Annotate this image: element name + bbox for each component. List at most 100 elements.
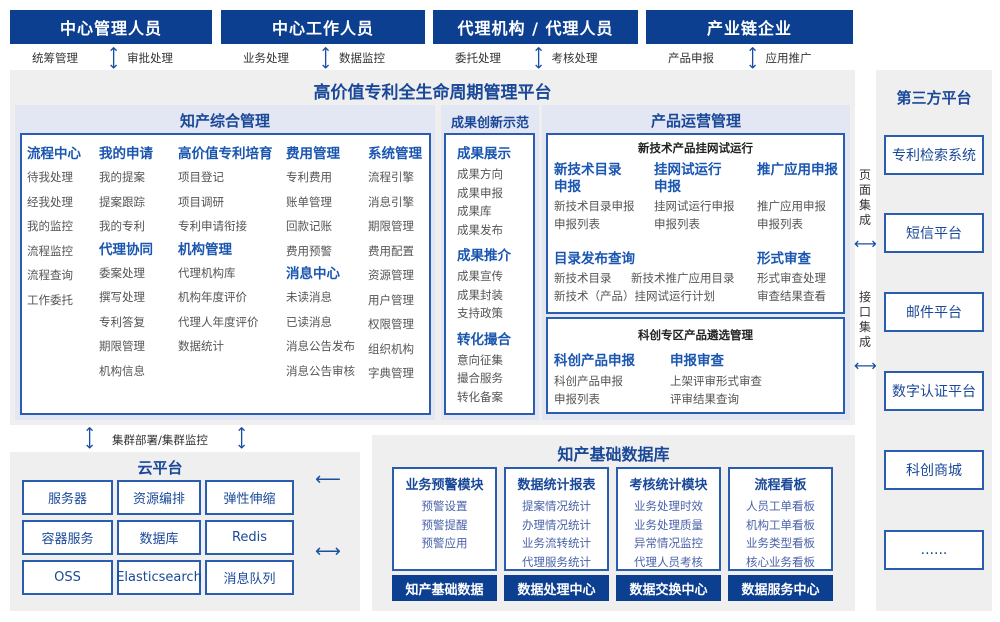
- cloud-service-cell[interactable]: 容器服务: [22, 520, 113, 555]
- db-center-bar[interactable]: 数据处理中心: [504, 575, 609, 601]
- db-module-item[interactable]: 代理服务统计: [522, 554, 591, 569]
- ipm-menu-item[interactable]: 字典管理: [368, 366, 414, 380]
- ipm-menu-item[interactable]: 账单管理: [286, 194, 332, 209]
- ipm-menu-item[interactable]: 期限管理: [368, 219, 414, 233]
- g3-item[interactable]: 推广应用申报: [757, 199, 826, 213]
- achv-menu-item[interactable]: 转化备案: [457, 389, 503, 404]
- db-module[interactable]: 流程看板人员工单看板机构工单看板业务类型看板核心业务看板: [728, 467, 833, 571]
- db-module-item[interactable]: 业务处理质量: [634, 517, 703, 532]
- db-module[interactable]: 考核统计模块业务处理时效业务处理质量异常情况监控代理人员考核: [616, 467, 721, 571]
- g2-item[interactable]: 申报列表: [654, 217, 700, 231]
- cloud-service-cell[interactable]: 服务器: [22, 480, 113, 515]
- g1-item[interactable]: 新技术目录申报: [554, 199, 635, 213]
- ipm-menu-item[interactable]: 费用配置: [368, 243, 414, 258]
- cloud-service-cell[interactable]: 资源编排: [117, 480, 201, 515]
- role-header[interactable]: 代理机构 / 代理人员: [433, 10, 638, 44]
- g5-item[interactable]: 审查结果查看: [757, 289, 826, 303]
- ipm-menu-item[interactable]: 流程查询: [27, 268, 73, 282]
- db-module-item[interactable]: 业务处理时效: [634, 499, 703, 513]
- third-party-item[interactable]: 专利检索系统: [884, 135, 984, 175]
- db-module-item[interactable]: 预警应用: [421, 536, 468, 550]
- ipm-menu-item[interactable]: 专利申请衔接: [178, 219, 247, 233]
- achv-menu-item[interactable]: 成果宣传: [457, 269, 503, 283]
- db-center-bar[interactable]: 知产基础数据: [392, 575, 497, 601]
- achv-menu-item[interactable]: 意向征集: [457, 352, 503, 367]
- ipm-menu-item[interactable]: 代理人年度评价: [178, 314, 259, 329]
- third-party-item[interactable]: 科创商城: [884, 450, 984, 490]
- ipm-menu-item[interactable]: 消息引擎: [368, 194, 414, 209]
- achv-menu-item[interactable]: 撮合服务: [457, 371, 503, 385]
- ipm-menu-item[interactable]: 专利答复: [99, 314, 145, 329]
- db-module-item[interactable]: 提案情况统计: [522, 499, 591, 513]
- ipm-menu-item[interactable]: 我的专利: [99, 219, 145, 233]
- db-module-item[interactable]: 办理情况统计: [522, 517, 591, 532]
- db-module-item[interactable]: 机构工单看板: [746, 517, 815, 532]
- db-center-bar[interactable]: 数据交换中心: [616, 575, 721, 601]
- achv-menu-item[interactable]: 成果方向: [457, 167, 503, 181]
- third-party-item[interactable]: 邮件平台: [884, 292, 984, 332]
- db-module-item[interactable]: 业务类型看板: [746, 536, 815, 550]
- db-module[interactable]: 数据统计报表提案情况统计办理情况统计业务流转统计代理服务统计: [504, 467, 609, 571]
- third-party-item[interactable]: 短信平台: [884, 213, 984, 253]
- db-module-item[interactable]: 预警提醒: [421, 517, 468, 532]
- g5-item[interactable]: 形式审查处理: [757, 271, 826, 285]
- ipm-menu-item[interactable]: 专利费用: [286, 170, 332, 184]
- ipm-menu-item[interactable]: 项目登记: [178, 170, 224, 184]
- db-module-item[interactable]: 预警设置: [421, 499, 468, 513]
- ipm-menu-item[interactable]: 权限管理: [368, 317, 414, 331]
- s2-item[interactable]: 上架评审形式审查: [670, 374, 762, 388]
- db-module-item[interactable]: 业务流转统计: [522, 536, 591, 550]
- ipm-menu-item[interactable]: 消息公告发布: [286, 339, 355, 353]
- ipm-menu-item[interactable]: 待我处理: [27, 170, 73, 184]
- g2-item[interactable]: 挂网试运行申报: [654, 199, 735, 213]
- ipm-menu-item[interactable]: 代理机构库: [178, 265, 236, 280]
- g4-item[interactable]: 新技术推广应用目录: [631, 271, 735, 285]
- g4-item[interactable]: 新技术（产品）挂网试运行计划: [554, 289, 715, 303]
- role-header[interactable]: 产业链企业: [646, 10, 853, 44]
- ipm-menu-item[interactable]: 期限管理: [99, 339, 145, 353]
- ipm-menu-item[interactable]: 项目调研: [178, 194, 224, 209]
- role-header[interactable]: 中心管理人员: [10, 10, 212, 44]
- ipm-menu-item[interactable]: 用户管理: [368, 292, 414, 307]
- ipm-menu-item[interactable]: 流程引擎: [368, 170, 414, 184]
- cloud-service-cell[interactable]: 消息队列: [205, 560, 294, 595]
- achv-menu-item[interactable]: 成果发布: [457, 222, 503, 237]
- cloud-service-cell[interactable]: OSS: [22, 560, 113, 595]
- ipm-menu-item[interactable]: 消息公告审核: [286, 363, 355, 378]
- db-center-bar[interactable]: 数据服务中心: [728, 575, 833, 601]
- ipm-menu-item[interactable]: 机构年度评价: [178, 290, 247, 304]
- cloud-service-cell[interactable]: Redis: [205, 520, 294, 555]
- ipm-menu-item[interactable]: 我的提案: [99, 170, 145, 184]
- cloud-service-cell[interactable]: 数据库: [117, 520, 201, 555]
- ipm-menu-item[interactable]: 资源管理: [368, 268, 414, 282]
- db-module-item[interactable]: 代理人员考核: [634, 554, 703, 569]
- ipm-menu-item[interactable]: 组织机构: [368, 341, 414, 356]
- third-party-item[interactable]: 数字认证平台: [884, 371, 984, 411]
- achv-menu-item[interactable]: 支持政策: [457, 306, 503, 320]
- ipm-menu-item[interactable]: 已读消息: [286, 314, 332, 329]
- achv-menu-item[interactable]: 成果申报: [457, 185, 503, 200]
- ipm-menu-item[interactable]: 提案跟踪: [99, 194, 145, 209]
- ipm-menu-item[interactable]: 流程监控: [27, 243, 73, 258]
- db-module[interactable]: 业务预警模块预警设置预警提醒预警应用: [392, 467, 497, 571]
- db-module-item[interactable]: 人员工单看板: [746, 499, 815, 513]
- s2-item[interactable]: 评审结果查询: [670, 392, 739, 406]
- g3-item[interactable]: 申报列表: [757, 217, 803, 231]
- db-module-item[interactable]: 核心业务看板: [746, 554, 815, 569]
- ipm-menu-item[interactable]: 经我处理: [27, 194, 73, 209]
- ipm-menu-item[interactable]: 回款记账: [286, 219, 332, 233]
- s1-item[interactable]: 申报列表: [554, 392, 600, 406]
- ipm-menu-item[interactable]: 我的监控: [27, 219, 73, 233]
- third-party-item[interactable]: ......: [884, 530, 984, 570]
- cloud-service-cell[interactable]: 弹性伸缩: [205, 480, 294, 515]
- db-module-item[interactable]: 异常情况监控: [634, 536, 703, 550]
- achv-menu-item[interactable]: 成果封装: [457, 287, 503, 302]
- ipm-menu-item[interactable]: 委案处理: [99, 265, 145, 280]
- g1-item[interactable]: 申报列表: [554, 217, 600, 231]
- ipm-menu-item[interactable]: 工作委托: [27, 292, 73, 307]
- ipm-menu-item[interactable]: 撰写处理: [99, 290, 145, 304]
- s1-item[interactable]: 科创产品申报: [554, 374, 623, 388]
- cloud-service-cell[interactable]: Elasticsearch: [116, 560, 202, 595]
- ipm-menu-item[interactable]: 未读消息: [286, 290, 332, 304]
- g4-item[interactable]: 新技术目录: [554, 271, 612, 285]
